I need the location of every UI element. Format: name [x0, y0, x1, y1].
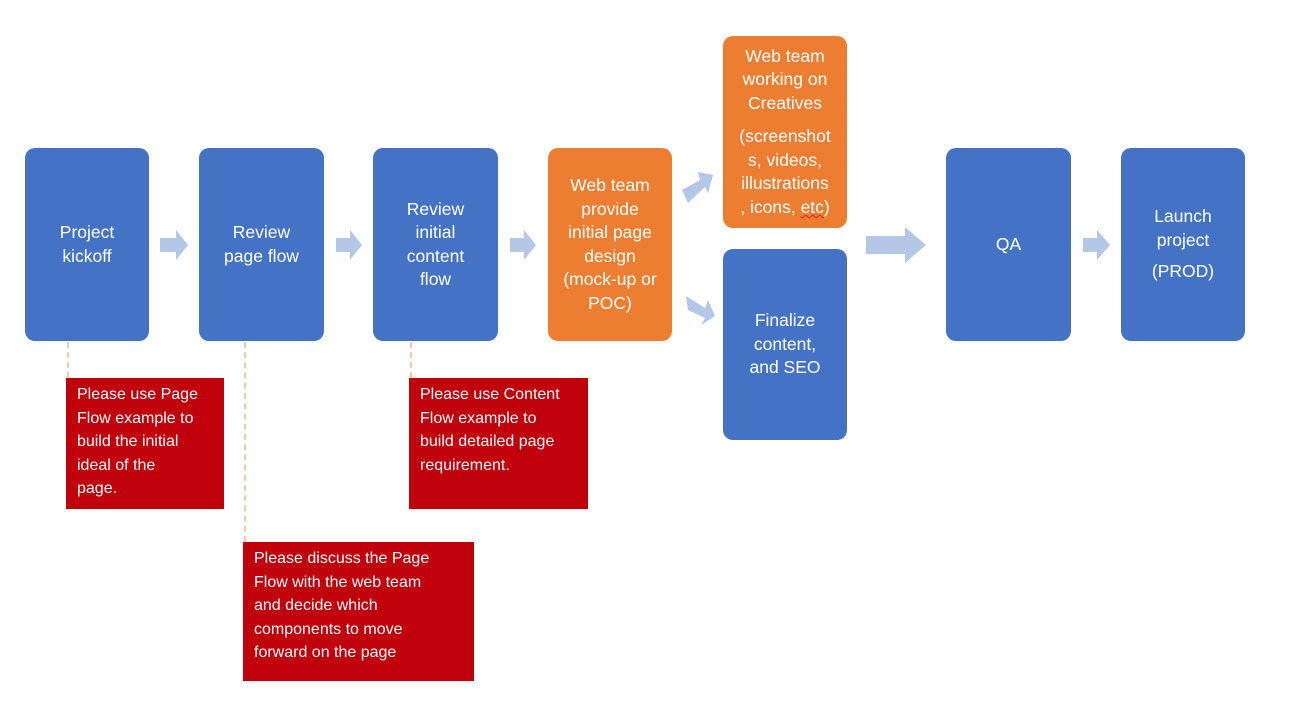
step-qa: QA [946, 148, 1071, 341]
step-label: etc [800, 196, 824, 217]
step-review-content-flow: Review initial content flow [373, 148, 498, 341]
note-line: build detailed page [420, 433, 555, 450]
step-label: project [1156, 229, 1210, 250]
step-label: , icons, [740, 196, 801, 217]
step-label: Creatives [748, 92, 822, 113]
step-label: working on [742, 69, 828, 90]
step-label: (PROD) [1151, 261, 1215, 282]
step-label: design [584, 245, 636, 266]
step-launch-project: Launch project (PROD) [1121, 148, 1245, 341]
note-line: Flow example to [420, 409, 537, 427]
arrow-kickoff-to-review-flow [160, 230, 188, 260]
note-line: page. [77, 480, 118, 497]
step-label: illustrations [741, 173, 829, 194]
step-label: Review [232, 222, 291, 242]
note-line: Please use Content [420, 386, 560, 403]
note-line: components to move [254, 620, 403, 638]
step-label: content, [753, 333, 817, 354]
arrow-parallel-to-qa [866, 227, 926, 263]
step-label: s, videos, [748, 149, 822, 170]
arrow-review-flow-to-review-content [336, 230, 362, 260]
step-label: POC) [588, 292, 632, 313]
note-line: build the initial [77, 433, 179, 450]
arrow-web-design-to-finalize [686, 296, 715, 325]
step-label: initial page [568, 222, 652, 242]
step-review-page-flow: Review page flow [199, 148, 324, 341]
note-line: ideal of the [77, 456, 156, 474]
step-label: (screenshot [739, 126, 831, 147]
connector-review-flow-note [244, 342, 246, 542]
step-label: content [406, 245, 465, 266]
note-line: Please use Page [77, 386, 198, 403]
connector-kickoff-note [67, 342, 69, 378]
step-label: QA [995, 233, 1022, 254]
note-line: Please discuss the Page [254, 550, 430, 567]
connector-review-content-note [410, 342, 412, 378]
step-label: flow [419, 269, 452, 289]
note-line: requirement. [420, 456, 510, 474]
step-label: Review [406, 198, 465, 219]
note-line: forward on the page [254, 644, 397, 661]
note-line: and decide which [254, 597, 378, 614]
step-label: kickoff [62, 245, 112, 266]
note-page-flow-example: Please use Page Flow example to build th… [66, 378, 224, 509]
step-project-kickoff: Project kickoff [25, 148, 149, 341]
step-label: provide [581, 198, 639, 219]
note-line: Flow example to [77, 409, 194, 427]
step-label-line: , icons, etc) [740, 196, 830, 220]
arrow-web-design-to-creatives [682, 172, 713, 203]
note-discuss-page-flow: Please discuss the Page Flow with the we… [243, 542, 474, 681]
step-label: Finalize [754, 310, 816, 331]
note-content-flow-example: Please use Content Flow example to build… [409, 378, 588, 509]
step-label: Project [59, 222, 115, 242]
step-label: Web team [570, 175, 650, 195]
step-label: and SEO [749, 357, 821, 378]
step-label: page flow [224, 245, 299, 266]
step-web-team-creatives: Web team working on Creatives (screensho… [723, 36, 847, 228]
step-label: Web team [745, 45, 825, 66]
step-finalize-content: Finalize content, and SEO [723, 249, 847, 440]
arrow-qa-to-launch [1083, 230, 1110, 260]
step-label: Launch [1154, 206, 1212, 227]
note-line: Flow with the web team [254, 573, 422, 591]
step-label: initial [415, 222, 456, 242]
arrow-review-content-to-web-design [510, 230, 536, 260]
step-web-team-design: Web team provide initial page design (mo… [548, 148, 672, 341]
step-label: (mock-up or [563, 269, 657, 289]
step-label: ) [823, 196, 830, 217]
